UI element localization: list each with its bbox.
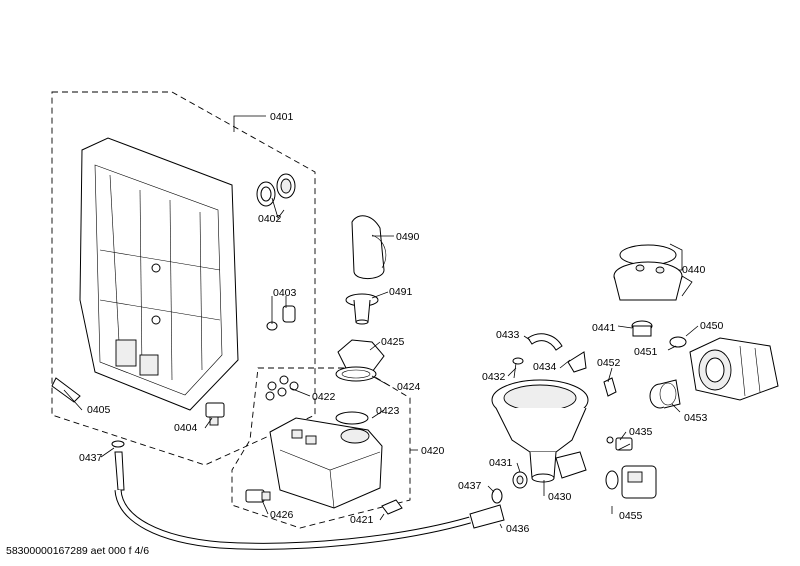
- label-0450: 0450: [700, 320, 724, 332]
- label-0401: 0401: [270, 111, 294, 123]
- pump-part: [689, 337, 779, 401]
- label-0455: 0455: [619, 510, 643, 522]
- label-0433: 0433: [496, 329, 520, 341]
- leader-lines: [63, 115, 699, 529]
- label-0405: 0405: [87, 404, 111, 416]
- drain-hose-part: [111, 440, 505, 550]
- label-0422: 0422: [312, 391, 336, 403]
- label-0404: 0404: [174, 422, 198, 434]
- label-0490: 0490: [396, 231, 420, 243]
- label-0432: 0432: [482, 371, 506, 383]
- plug-part: [245, 489, 271, 503]
- label-0435: 0435: [629, 426, 653, 438]
- label-0434: 0434: [533, 361, 557, 373]
- funnel-part: [351, 215, 387, 279]
- label-0430: 0430: [548, 491, 572, 503]
- side-panel-part: [79, 137, 239, 411]
- cap-part: [345, 293, 379, 325]
- group-outline-panel: [51, 91, 316, 466]
- label-0491: 0491: [389, 286, 413, 298]
- label-0437-right: 0437: [458, 480, 482, 492]
- heater-cover-part: [613, 244, 683, 301]
- screw-part: [512, 357, 524, 379]
- group-outline-softener: [231, 367, 411, 529]
- label-0420: 0420: [421, 445, 445, 457]
- label-0453: 0453: [684, 412, 708, 424]
- label-0452: 0452: [597, 357, 621, 369]
- label-0403: 0403: [273, 287, 297, 299]
- lid-part: [335, 339, 385, 382]
- label-0424: 0424: [397, 381, 421, 393]
- label-0421: 0421: [350, 514, 374, 526]
- lever-part: [567, 351, 587, 373]
- label-0426: 0426: [270, 509, 294, 521]
- label-0437-left: 0437: [79, 452, 103, 464]
- bellows-part: [649, 379, 681, 409]
- seal-rings-part: [256, 173, 296, 207]
- clip-part: [51, 377, 81, 403]
- bracket-part: [527, 333, 563, 351]
- document-reference-footer: 58300000167289 aet 000 f 4/6: [6, 545, 150, 557]
- drain-pump-part: [605, 465, 657, 499]
- connector-part: [205, 402, 225, 426]
- sump-seal-part: [512, 471, 528, 489]
- label-0423: 0423: [376, 405, 400, 417]
- label-0441: 0441: [592, 322, 616, 334]
- label-0402: 0402: [258, 213, 282, 225]
- label-0431: 0431: [489, 457, 513, 469]
- softener-body-part: [269, 411, 383, 509]
- hose-clamp-part: [669, 336, 687, 348]
- label-0425: 0425: [381, 336, 405, 348]
- label-0436: 0436: [506, 523, 530, 535]
- label-0451: 0451: [634, 346, 658, 358]
- clamp-part: [381, 499, 403, 515]
- small-seals-part: [265, 375, 299, 401]
- spring-clip-part: [603, 377, 617, 397]
- sump-part: [491, 379, 589, 483]
- impeller-part: [631, 320, 653, 337]
- sensor-part: [606, 436, 633, 451]
- label-0440: 0440: [682, 264, 706, 276]
- valve-part: [266, 305, 296, 331]
